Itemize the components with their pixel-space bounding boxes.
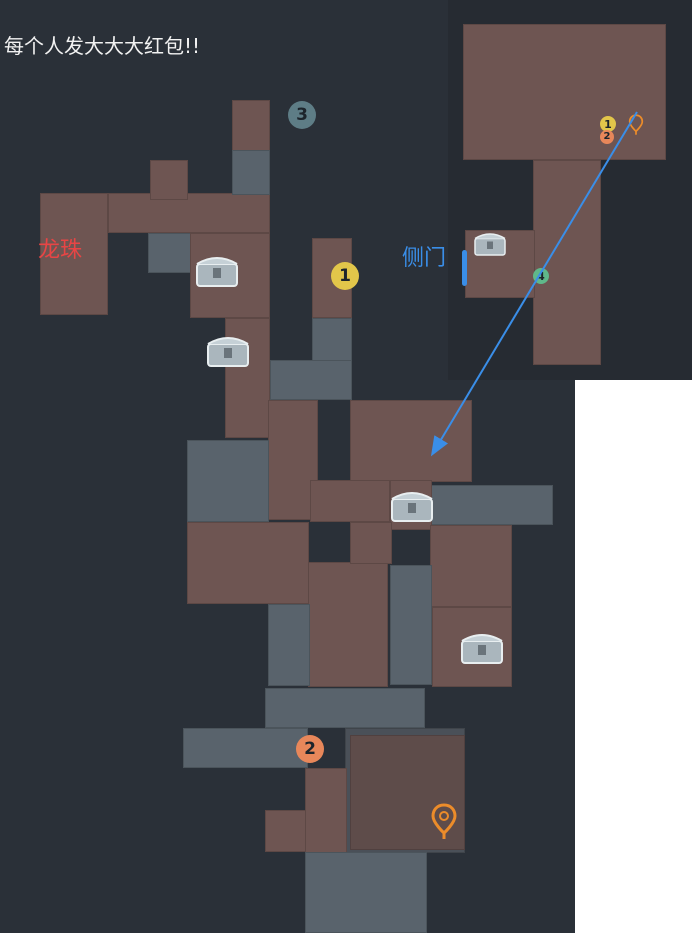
- room-mid-center: [350, 400, 472, 482]
- room-gray-8: [268, 604, 310, 686]
- room-gray-1: [232, 150, 270, 195]
- room-mid-col: [268, 400, 318, 520]
- inset-room-top: [463, 24, 666, 160]
- room-corridor-top-up: [150, 160, 188, 200]
- room-gray-9: [265, 688, 425, 728]
- room-right-col: [430, 525, 512, 607]
- dragon-ball-label: 龙珠: [38, 238, 83, 263]
- room-lower-col: [350, 522, 392, 564]
- treasure-chest-icon: [207, 337, 249, 367]
- room-gray-6: [430, 485, 553, 525]
- waypoint-number: 1: [339, 265, 351, 286]
- room-gray-5: [187, 440, 269, 522]
- waypoint-number: 3: [296, 104, 308, 125]
- treasure-chest-icon: [391, 492, 433, 522]
- side-door-label: 侧门: [402, 246, 447, 271]
- treasure-chest-icon: [474, 233, 506, 256]
- waypoint-marker-3: 3: [288, 101, 316, 129]
- inset-room-corridor: [533, 160, 601, 365]
- waypoint-number: 2: [603, 131, 611, 142]
- room-lower-center: [308, 562, 388, 687]
- room-gray-7: [390, 565, 432, 685]
- red-envelope-banner: 每个人发大大大红包!!: [4, 34, 201, 58]
- room-gray-3: [312, 318, 352, 362]
- waypoint-number: 1: [604, 117, 612, 131]
- location-pin-icon: [431, 803, 457, 839]
- room-dragon-ball: [40, 193, 108, 315]
- room-gray-4: [270, 360, 352, 400]
- side-door-marker: [462, 250, 467, 286]
- room-gray-2: [148, 233, 193, 273]
- treasure-chest-icon: [196, 257, 238, 287]
- treasure-chest-icon: [461, 634, 503, 664]
- room-mid-link: [310, 480, 390, 522]
- room-gray-10: [183, 728, 308, 768]
- waypoint-number: 4: [537, 269, 545, 283]
- waypoint-marker-1: 1: [331, 262, 359, 290]
- room-lower-left: [187, 522, 309, 604]
- inset-marker-2: 2: [600, 130, 614, 144]
- room-corridor-top: [108, 193, 270, 233]
- waypoint-number: 2: [304, 738, 316, 759]
- inset-marker-4: 4: [533, 268, 549, 284]
- room-gray-11: [305, 852, 427, 933]
- room-bottom-col: [305, 768, 347, 853]
- waypoint-marker-2: 2: [296, 735, 324, 763]
- location-pin-icon: [628, 114, 644, 135]
